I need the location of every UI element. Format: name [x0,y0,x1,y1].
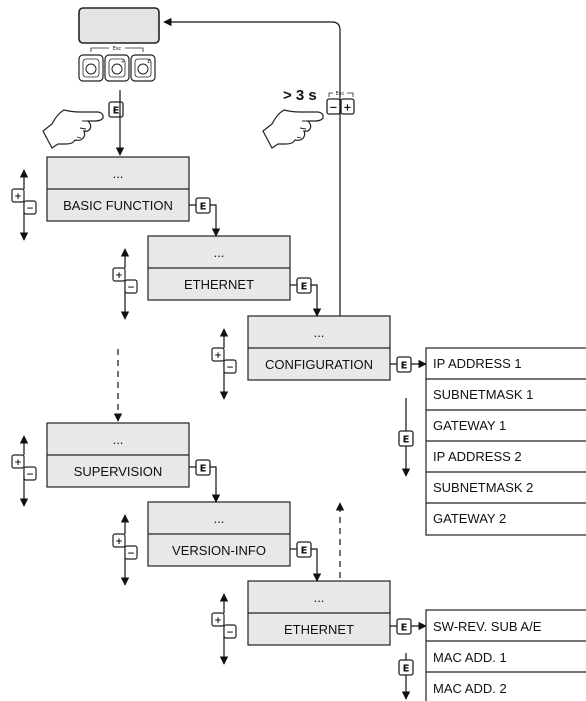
ethernet-item-mac-add-1[interactable]: MAC ADD. 1 [433,650,507,665]
enter-connector-supervision-to-version: E [189,459,221,503]
svg-text:+: + [343,103,351,114]
menu-label-ethernet-2: ETHERNET [284,622,354,637]
svg-text:...: ... [214,245,225,260]
svg-text:E: E [401,623,408,634]
keypad-enter-key[interactable]: E [130,54,156,82]
svg-text:...: ... [314,590,325,605]
enter-scroll-indicator-ethernet: E [398,653,414,700]
svg-text:−: − [127,549,135,559]
device-keypad: Esc + E [78,45,156,82]
plus-minus-nav-supervision: + − [11,435,37,507]
svg-text:E: E [200,464,207,475]
svg-text:...: ... [113,166,124,181]
config-item-subnetmask-2[interactable]: SUBNETMASK 2 [433,480,533,495]
svg-text:E: E [401,361,408,372]
ethernet-item-list: SW-REV. SUB A/E MAC ADD. 1 MAC ADD. 2 [425,609,586,701]
plus-minus-nav-configuration: + − [211,328,237,400]
config-item-gateway-1[interactable]: GATEWAY 1 [433,418,506,433]
plus-minus-nav-version-info: + − [112,514,138,586]
svg-text:−: − [329,103,337,114]
config-item-subnetmask-1[interactable]: SUBNETMASK 1 [433,387,533,402]
configuration-item-list: IP ADDRESS 1 SUBNETMASK 1 GATEWAY 1 IP A… [425,347,586,536]
svg-text:E: E [301,546,308,557]
menu-label-basic-function: BASIC FUNCTION [63,198,173,213]
svg-text:+: + [214,351,222,361]
enter-connector-configuration-list: E [390,356,427,373]
plus-minus-nav-ethernet-2: + − [211,593,237,665]
menu-box-configuration[interactable]: ... CONFIGURATION [247,315,391,381]
menu-label-ethernet-1: ETHERNET [184,277,254,292]
config-item-ip-address-1[interactable]: IP ADDRESS 1 [433,356,522,371]
menu-box-ethernet-2[interactable]: ... ETHERNET [247,580,391,646]
svg-text:+: + [14,458,22,468]
enter-connector-basic-to-ethernet: E [189,197,221,237]
enter-connector-ethernet-list: E [390,618,427,635]
svg-text:−: − [226,363,234,373]
enter-key-icon-press: E [108,101,124,118]
config-item-gateway-2[interactable]: GATEWAY 2 [433,511,506,526]
menu-label-supervision: SUPERVISION [74,464,163,479]
menu-label-version-info: VERSION-INFO [172,543,266,558]
menu-label-configuration: CONFIGURATION [265,357,373,372]
svg-text:E: E [200,202,207,213]
plus-minus-nav-basic-function: + − [11,169,37,241]
keypad-minus-key[interactable] [78,54,104,82]
menu-box-basic-function[interactable]: ... BASIC FUNCTION [46,156,190,222]
svg-text:E: E [301,282,308,293]
device-display [78,7,160,44]
ethernet-item-mac-add-2[interactable]: MAC ADD. 2 [433,681,507,696]
enter-connector-version-to-ethernet: E [290,541,322,582]
svg-text:−: − [127,283,135,293]
svg-text:...: ... [314,325,325,340]
svg-text:−: − [226,628,234,638]
svg-text:E: E [113,106,120,117]
hand-pointer-icon-right [262,109,324,149]
keypad-esc-label: Esc [113,46,122,52]
keypad-plus-key[interactable]: + [104,54,130,82]
svg-text:−: − [26,204,34,214]
svg-text:E: E [147,59,150,65]
hand-pointer-icon-left [42,109,104,149]
svg-text:+: + [115,537,123,547]
svg-text:+: + [214,616,222,626]
enter-scroll-indicator-configuration: E [398,398,414,477]
svg-text:...: ... [113,432,124,447]
enter-connector-ethernet-to-configuration: E [290,277,322,317]
svg-text:−: − [26,470,34,480]
menu-box-supervision[interactable]: ... SUPERVISION [46,422,190,488]
svg-text:E: E [403,664,410,675]
svg-text:+: + [121,59,125,65]
hold-time-label: > 3 s [283,87,317,104]
menu-box-ethernet-1[interactable]: ... ETHERNET [147,235,291,301]
menu-box-version-info[interactable]: ... VERSION-INFO [147,501,291,567]
svg-text:+: + [115,271,123,281]
svg-text:...: ... [214,511,225,526]
svg-text:E: E [403,435,410,446]
plus-minus-nav-ethernet-1: + − [112,248,138,320]
config-item-ip-address-2[interactable]: IP ADDRESS 2 [433,449,522,464]
ethernet-item-sw-rev[interactable]: SW-REV. SUB A/E [433,619,542,634]
svg-text:+: + [14,192,22,202]
